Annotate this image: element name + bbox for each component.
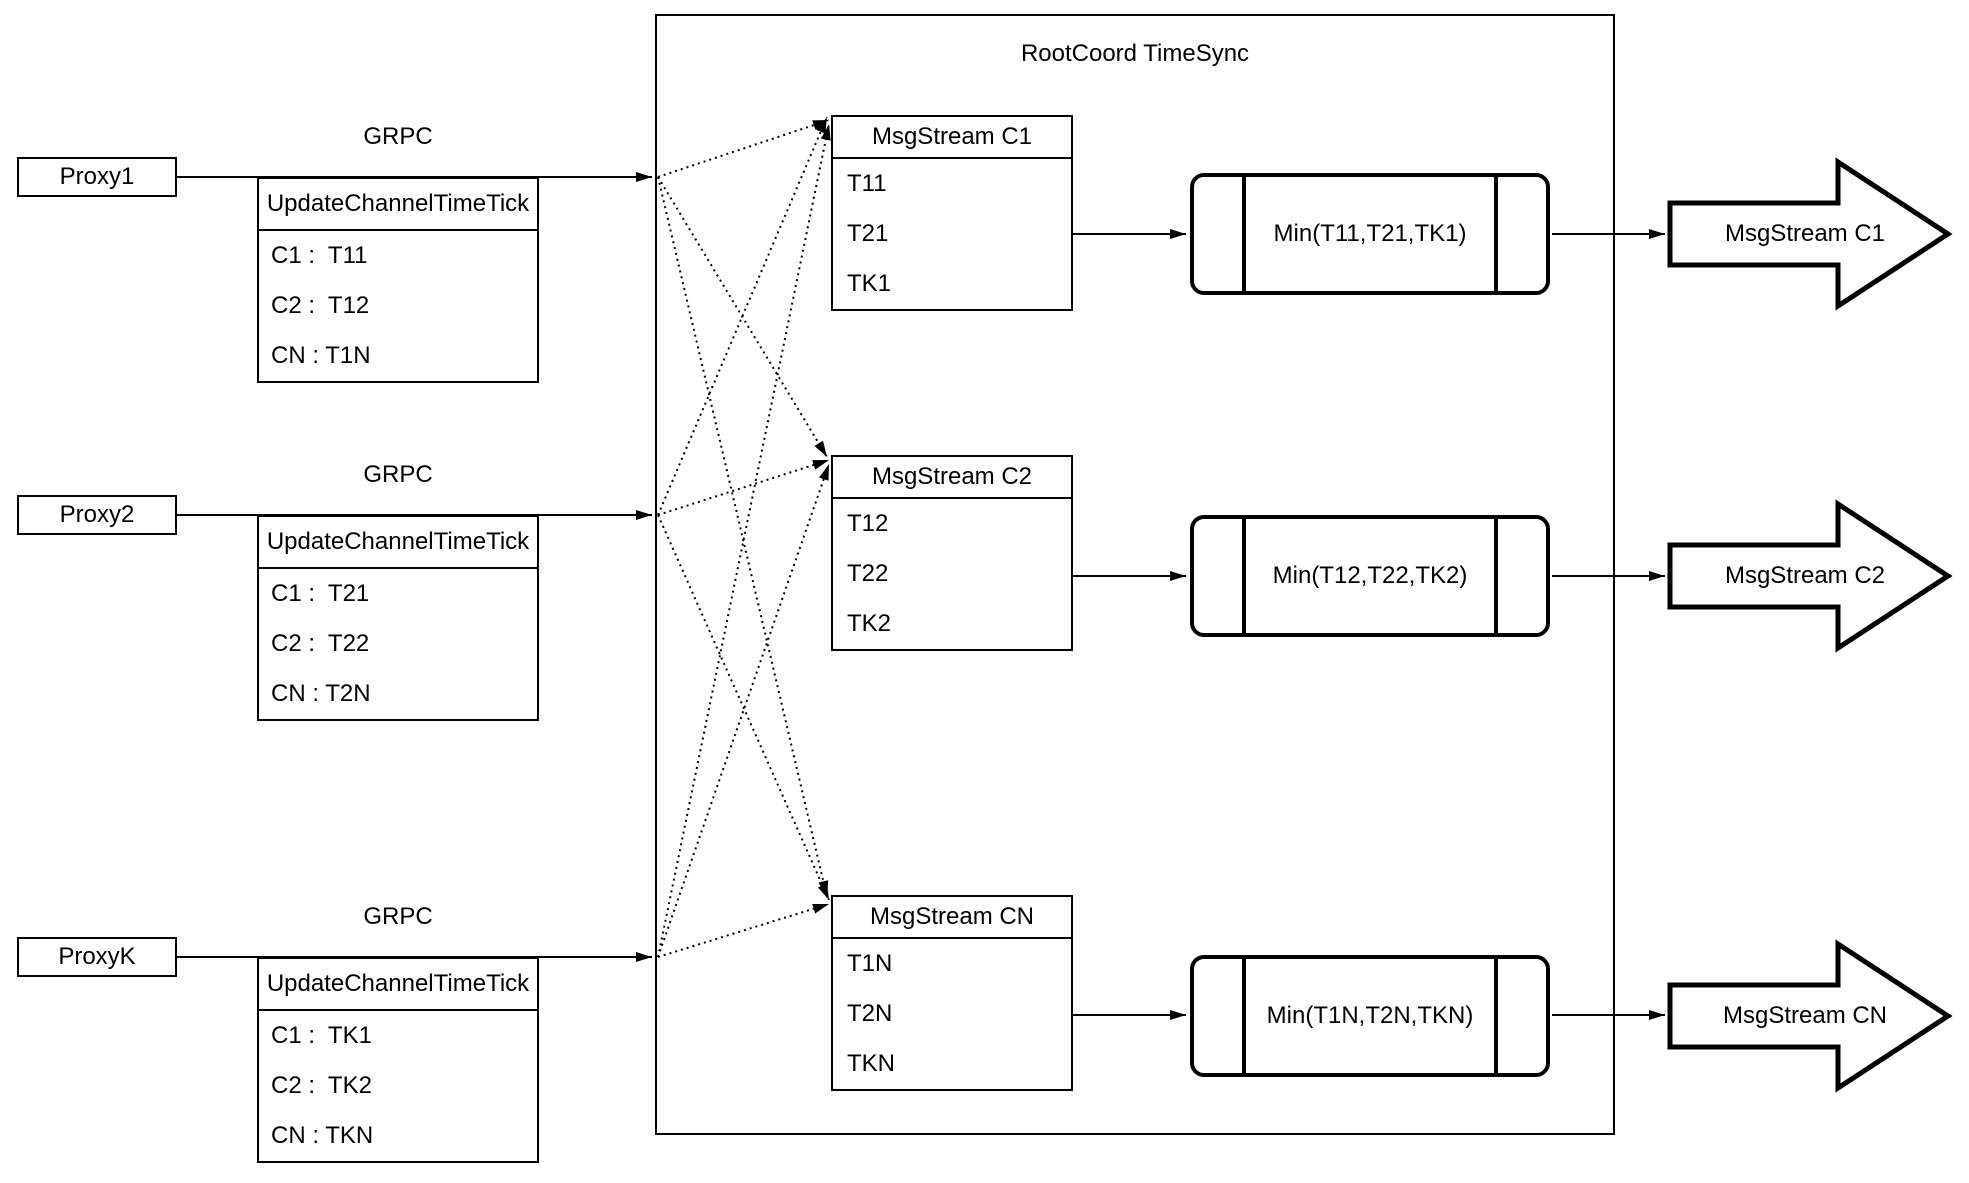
msgstream-buffer-cn-row-1: T2N <box>847 1000 893 1027</box>
msgstream-buffer-cn: MsgStream CN T1N T2N TKN <box>831 895 1073 1091</box>
min-process-c2-right-bar <box>1494 519 1546 633</box>
output-arrow-label-c1: MsgStream C1 <box>1724 220 1886 247</box>
fanout-line-p1-c1 <box>657 119 830 178</box>
min-process-cn-left-bar <box>1194 959 1246 1073</box>
min-process-c2-left-bar <box>1194 519 1246 633</box>
msgstream-buffer-c2-row-2: TK2 <box>847 610 892 637</box>
proxy2-timetick-row-cn: CN : T2N <box>271 680 371 707</box>
min-process-c2: Min(T12,T22,TK2) <box>1190 515 1550 637</box>
fanout-line-p2-c1 <box>657 116 828 516</box>
proxy2-label: Proxy2 <box>59 501 135 528</box>
proxy1-timetick-table: UpdateChannelTimeTick C1 : T11 C2 : T12 … <box>257 177 539 383</box>
proxy1-timetick-row-cn: CN : T1N <box>271 342 371 369</box>
proxy2-timetick-row-c2: C2 : T22 <box>271 630 370 657</box>
proxyk-timetick-table: UpdateChannelTimeTick C1 : TK1 C2 : TK2 … <box>257 957 539 1163</box>
proxyk-timetick-row-cn: CN : TKN <box>271 1122 374 1149</box>
proxy1-box: Proxy1 <box>17 157 177 197</box>
msgstream-buffer-cn-row-0: T1N <box>847 950 893 977</box>
proxy2-grpc-label: GRPC <box>363 461 433 488</box>
msgstream-buffer-c1: MsgStream C1 T11 T21 TK1 <box>831 115 1073 311</box>
proxyk-box: ProxyK <box>17 937 177 977</box>
min-process-c1-right-bar <box>1494 177 1546 291</box>
proxy1-grpc-label: GRPC <box>363 123 433 150</box>
output-arrow-shape-c1 <box>1667 157 1953 311</box>
msgstream-buffer-cn-row-2: TKN <box>847 1050 895 1077</box>
msgstream-buffer-c1-header: MsgStream C1 <box>833 117 1071 159</box>
output-arrow-shape-cn <box>1667 939 1953 1093</box>
msgstream-buffer-c2-header: MsgStream C2 <box>833 457 1071 499</box>
proxy1-timetick-row-c2: C2 : T12 <box>271 292 370 319</box>
output-arrow-shape-c2 <box>1667 499 1953 653</box>
proxy2-box: Proxy2 <box>17 495 177 535</box>
proxy1-timetick-row-c1: C1 : T11 <box>271 242 368 269</box>
min-process-cn-label: Min(T1N,T2N,TKN) <box>1266 1002 1474 1029</box>
proxyk-label: ProxyK <box>58 943 136 970</box>
fanout-line-p1-c2 <box>657 176 828 458</box>
msgstream-buffer-c1-row-2: TK1 <box>847 270 892 297</box>
min-process-cn-right-bar <box>1494 959 1546 1073</box>
proxy1-timetick-header: UpdateChannelTimeTick <box>259 179 537 231</box>
min-process-c2-label: Min(T12,T22,TK2) <box>1272 562 1468 589</box>
msgstream-buffer-c1-row-0: T11 <box>847 170 887 197</box>
msgstream-buffer-c1-row-1: T21 <box>847 220 889 247</box>
proxyk-timetick-row-c1: C1 : TK1 <box>271 1022 372 1049</box>
min-process-cn: Min(T1N,T2N,TKN) <box>1190 955 1550 1077</box>
proxy1-label: Proxy1 <box>59 163 135 190</box>
output-arrow-label-c2: MsgStream C2 <box>1724 562 1886 589</box>
output-arrow-label-cn: MsgStream CN <box>1722 1002 1888 1029</box>
proxy2-timetick-header: UpdateChannelTimeTick <box>259 517 537 569</box>
min-process-c1-left-bar <box>1194 177 1246 291</box>
rootcoord-timesync-title: RootCoord TimeSync <box>1020 40 1250 67</box>
proxy2-timetick-row-c1: C1 : T21 <box>271 580 370 607</box>
fanout-line-pk-c1 <box>657 123 831 958</box>
msgstream-buffer-c2-row-0: T12 <box>847 510 889 537</box>
proxy2-timetick-table: UpdateChannelTimeTick C1 : T21 C2 : T22 … <box>257 515 539 721</box>
msgstream-buffer-cn-header: MsgStream CN <box>833 897 1071 939</box>
min-process-c1: Min(T11,T21,TK1) <box>1190 173 1550 295</box>
fanout-line-p2-cn <box>657 514 830 901</box>
proxyk-grpc-label: GRPC <box>363 903 433 930</box>
msgstream-buffer-c2-row-1: T22 <box>847 560 889 587</box>
min-process-c1-label: Min(T11,T21,TK1) <box>1273 220 1467 247</box>
msgstream-buffer-c2: MsgStream C2 T12 T22 TK2 <box>831 455 1073 651</box>
rootcoord-timesync-container <box>655 14 1615 1135</box>
proxyk-timetick-row-c2: C2 : TK2 <box>271 1072 372 1099</box>
proxyk-timetick-header: UpdateChannelTimeTick <box>259 959 537 1011</box>
